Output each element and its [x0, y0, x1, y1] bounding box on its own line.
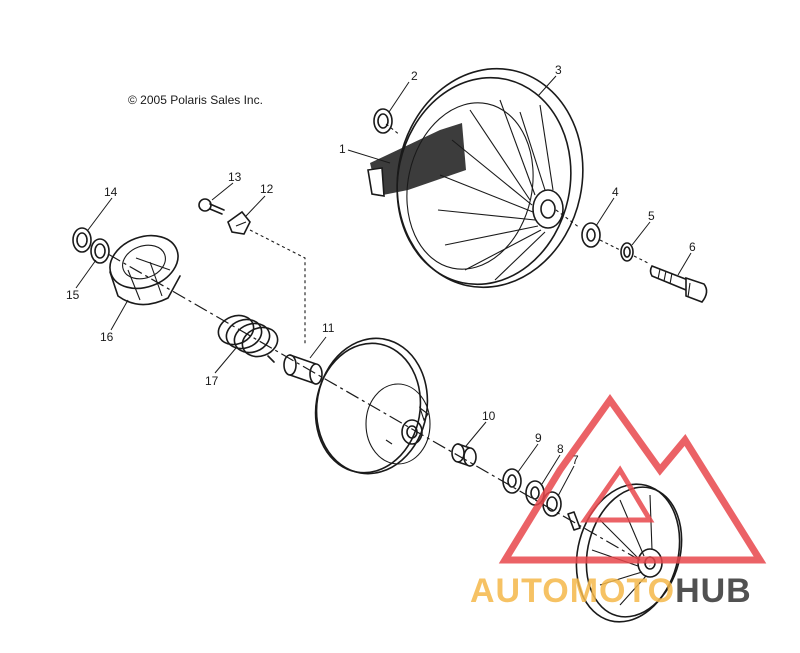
part-9-washer — [502, 468, 522, 494]
part-14-snap-ring — [72, 227, 92, 253]
callout-15: 15 — [66, 288, 80, 302]
copyright-text: © 2005 Polaris Sales Inc. — [128, 93, 263, 107]
part-1-drive-belt — [367, 123, 466, 197]
callout-11: 11 — [322, 321, 335, 335]
part-5-lock-washer — [620, 242, 634, 262]
part-2-washer — [373, 108, 393, 134]
callout-17: 17 — [205, 374, 219, 388]
part-3-driven-sheave — [396, 67, 584, 289]
watermark-logo: AUTOMOTOHUB — [470, 393, 767, 610]
part-6-bolt — [649, 265, 708, 303]
part-17-spring — [217, 314, 279, 363]
callout-12: 12 — [260, 182, 274, 196]
part-16-helix-cam — [109, 234, 181, 306]
part-12-shoe — [227, 210, 251, 235]
part-11-bushing — [283, 354, 323, 385]
part-13-screw — [198, 198, 225, 215]
callout-numbers: 1 2 3 4 5 6 7 8 9 10 11 12 13 14 15 16 1… — [66, 63, 696, 467]
callout-3: 3 — [555, 63, 562, 77]
leader-lines — [75, 75, 692, 497]
part-15-washer — [90, 238, 110, 264]
part-4-washer — [581, 222, 601, 248]
callout-10: 10 — [482, 409, 496, 423]
callout-2: 2 — [411, 69, 418, 83]
callout-8: 8 — [557, 442, 564, 456]
assembly-centerlines — [107, 123, 651, 567]
part-fixed-sheave — [314, 337, 431, 475]
callout-1: 1 — [339, 142, 346, 156]
callout-13: 13 — [228, 170, 242, 184]
part-10-bushing — [451, 443, 477, 467]
callout-16: 16 — [100, 330, 114, 344]
watermark-text: AUTOMOTOHUB — [470, 572, 752, 610]
watermark-triangle — [498, 393, 767, 564]
callout-5: 5 — [648, 209, 655, 223]
callout-4: 4 — [612, 185, 619, 199]
watermark-inner-triangle — [580, 465, 655, 523]
callout-14: 14 — [104, 185, 118, 199]
callout-7: 7 — [572, 453, 579, 467]
callout-6: 6 — [689, 240, 696, 254]
callout-9: 9 — [535, 431, 542, 445]
